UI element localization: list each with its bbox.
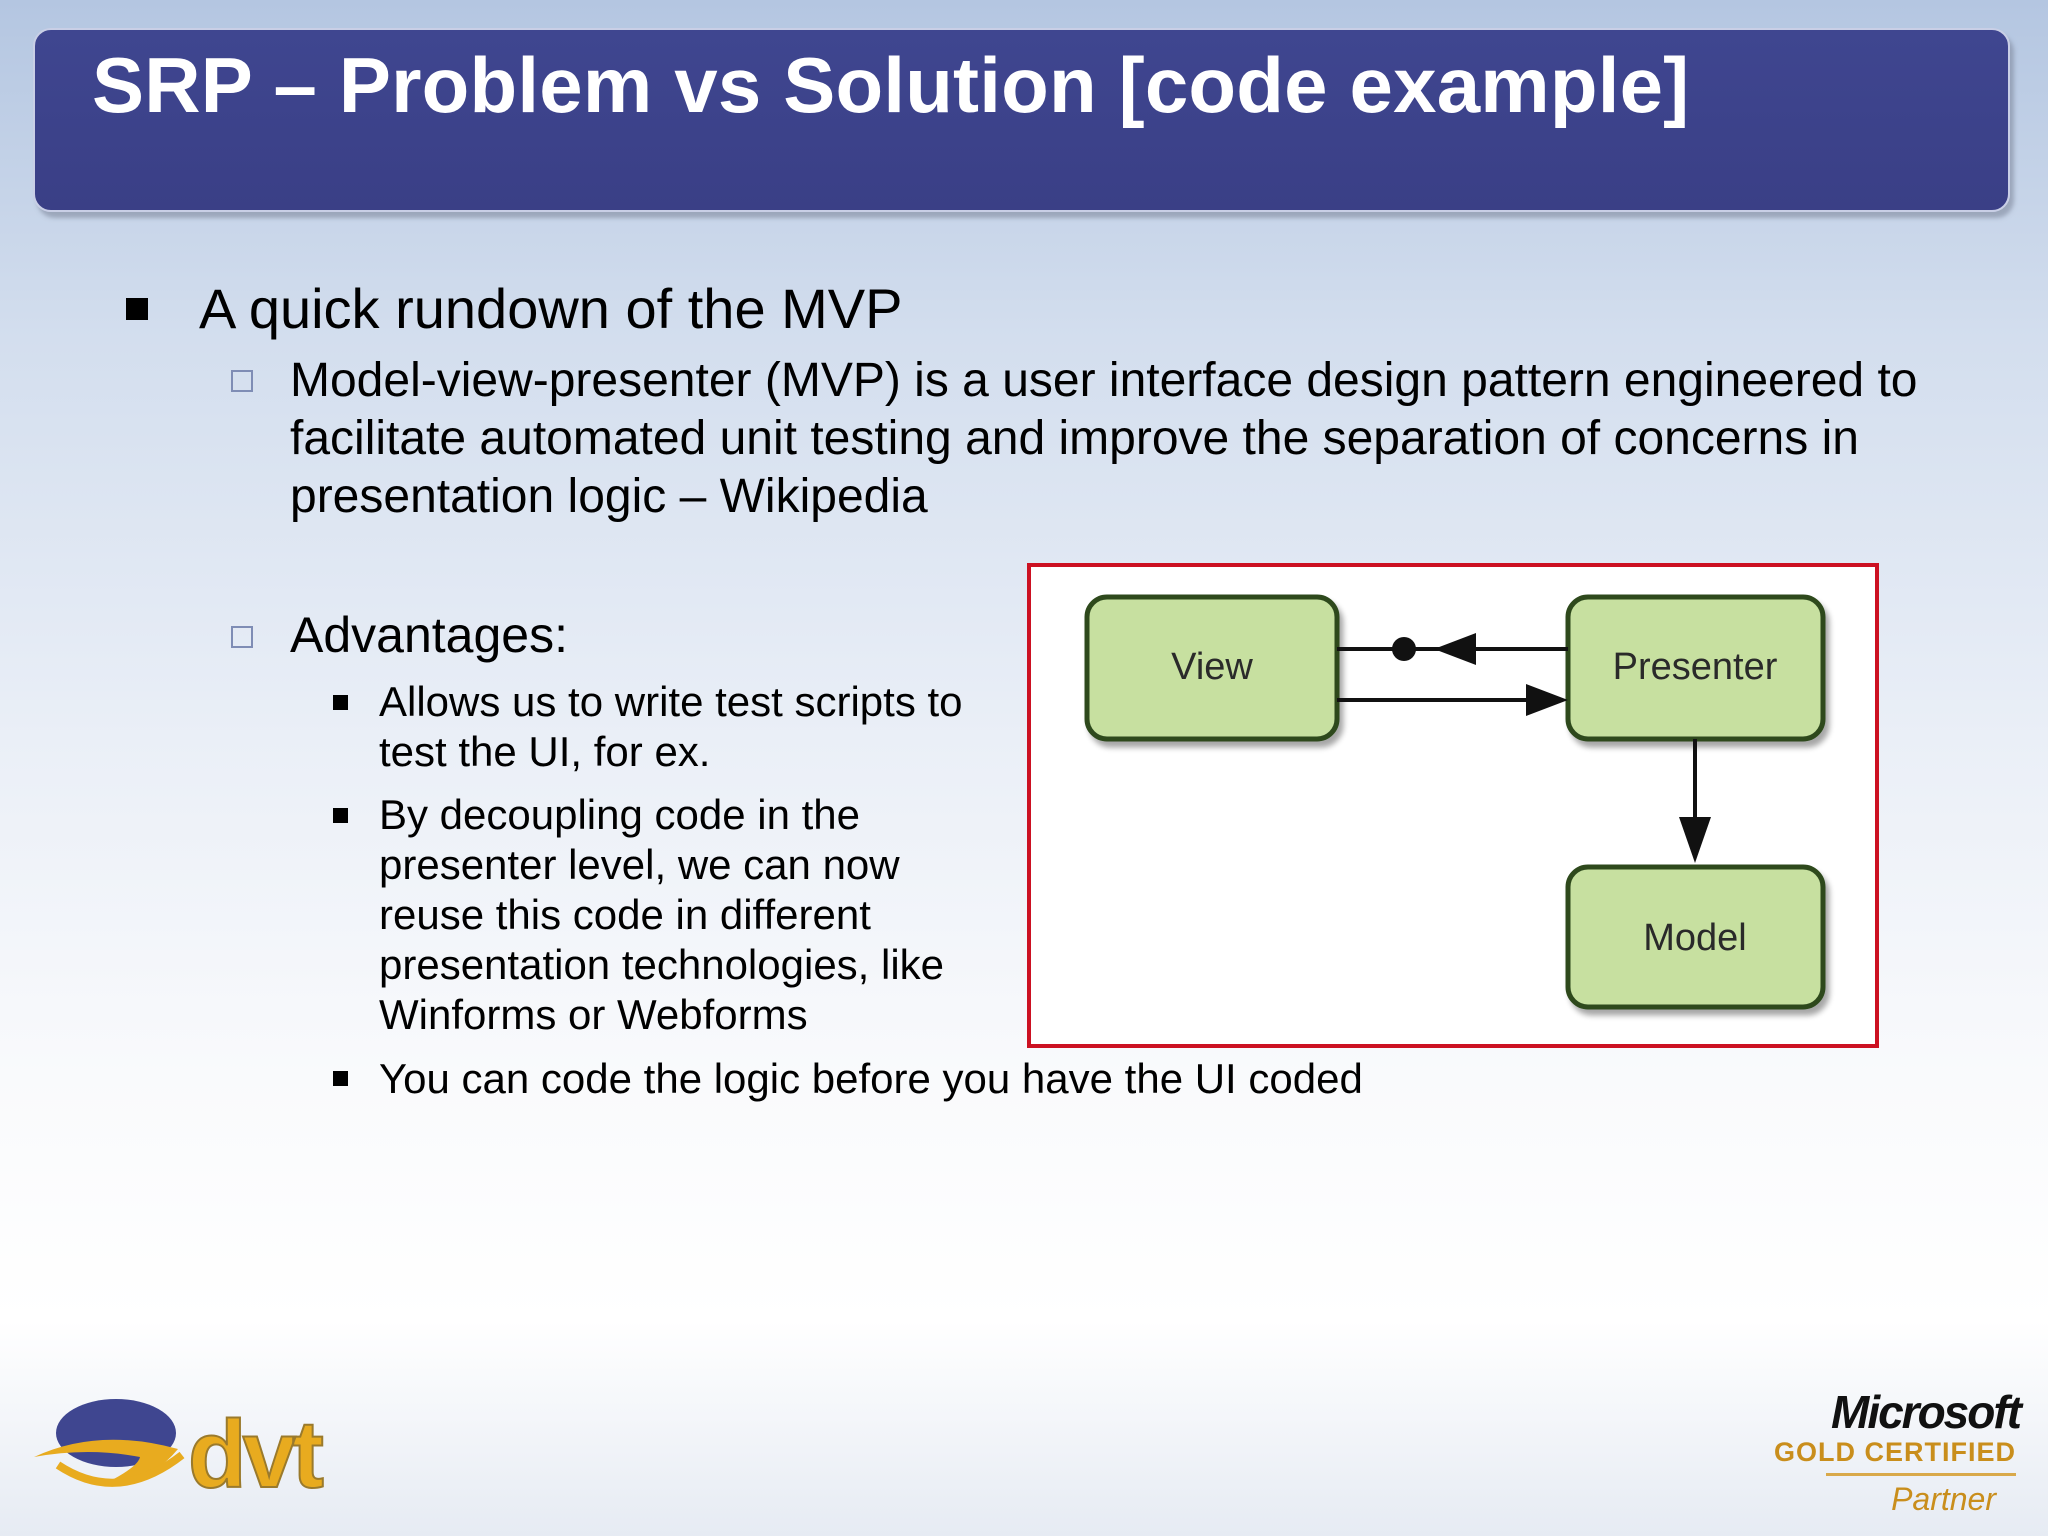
advantages-heading: Advantages: — [290, 607, 568, 663]
mvp-diagram-svg: View Presenter Model — [1084, 594, 1826, 1010]
microsoft-wordmark: Microsoft — [1831, 1386, 2022, 1438]
small-square-bullet-icon — [333, 1071, 348, 1086]
small-square-bullet-icon — [333, 695, 348, 710]
bullet-mvp-rundown: A quick rundown of the MVP — [199, 277, 903, 340]
advantage-item: Allows us to write test scripts to test … — [379, 678, 963, 775]
advantage-item: By decoupling code in the presenter leve… — [379, 791, 945, 1038]
mvp-diagram: View Presenter Model — [1027, 563, 1879, 1048]
advantage-item: You can code the logic before you have t… — [379, 1055, 1363, 1102]
hollow-square-bullet-icon — [231, 626, 253, 648]
gold-certified-label: GOLD CERTIFIED — [1774, 1437, 2016, 1467]
model-node-label: Model — [1643, 917, 1747, 959]
partner-label: Partner — [1891, 1481, 1996, 1517]
small-square-bullet-icon — [333, 808, 348, 823]
presenter-to-model-arrow — [1679, 739, 1711, 863]
view-node — [1084, 594, 1340, 742]
mvp-definition: Model-view-presenter (MVP) is a user int… — [290, 354, 1918, 523]
presenter-to-view-arrow — [1337, 633, 1568, 665]
dvt-logo: dvt — [28, 1385, 388, 1515]
title-bar — [33, 28, 2010, 212]
view-to-presenter-arrow — [1337, 684, 1568, 716]
hollow-square-bullet-icon — [231, 370, 253, 392]
view-node-label: View — [1171, 646, 1253, 688]
partner-divider — [1826, 1473, 2016, 1476]
slide-title: SRP – Problem vs Solution [code example] — [92, 41, 1690, 129]
presenter-node-label: Presenter — [1613, 646, 1778, 688]
square-bullet-icon — [126, 298, 148, 320]
model-node — [1565, 864, 1826, 1010]
dvt-logo-text: dvt — [188, 1401, 323, 1508]
